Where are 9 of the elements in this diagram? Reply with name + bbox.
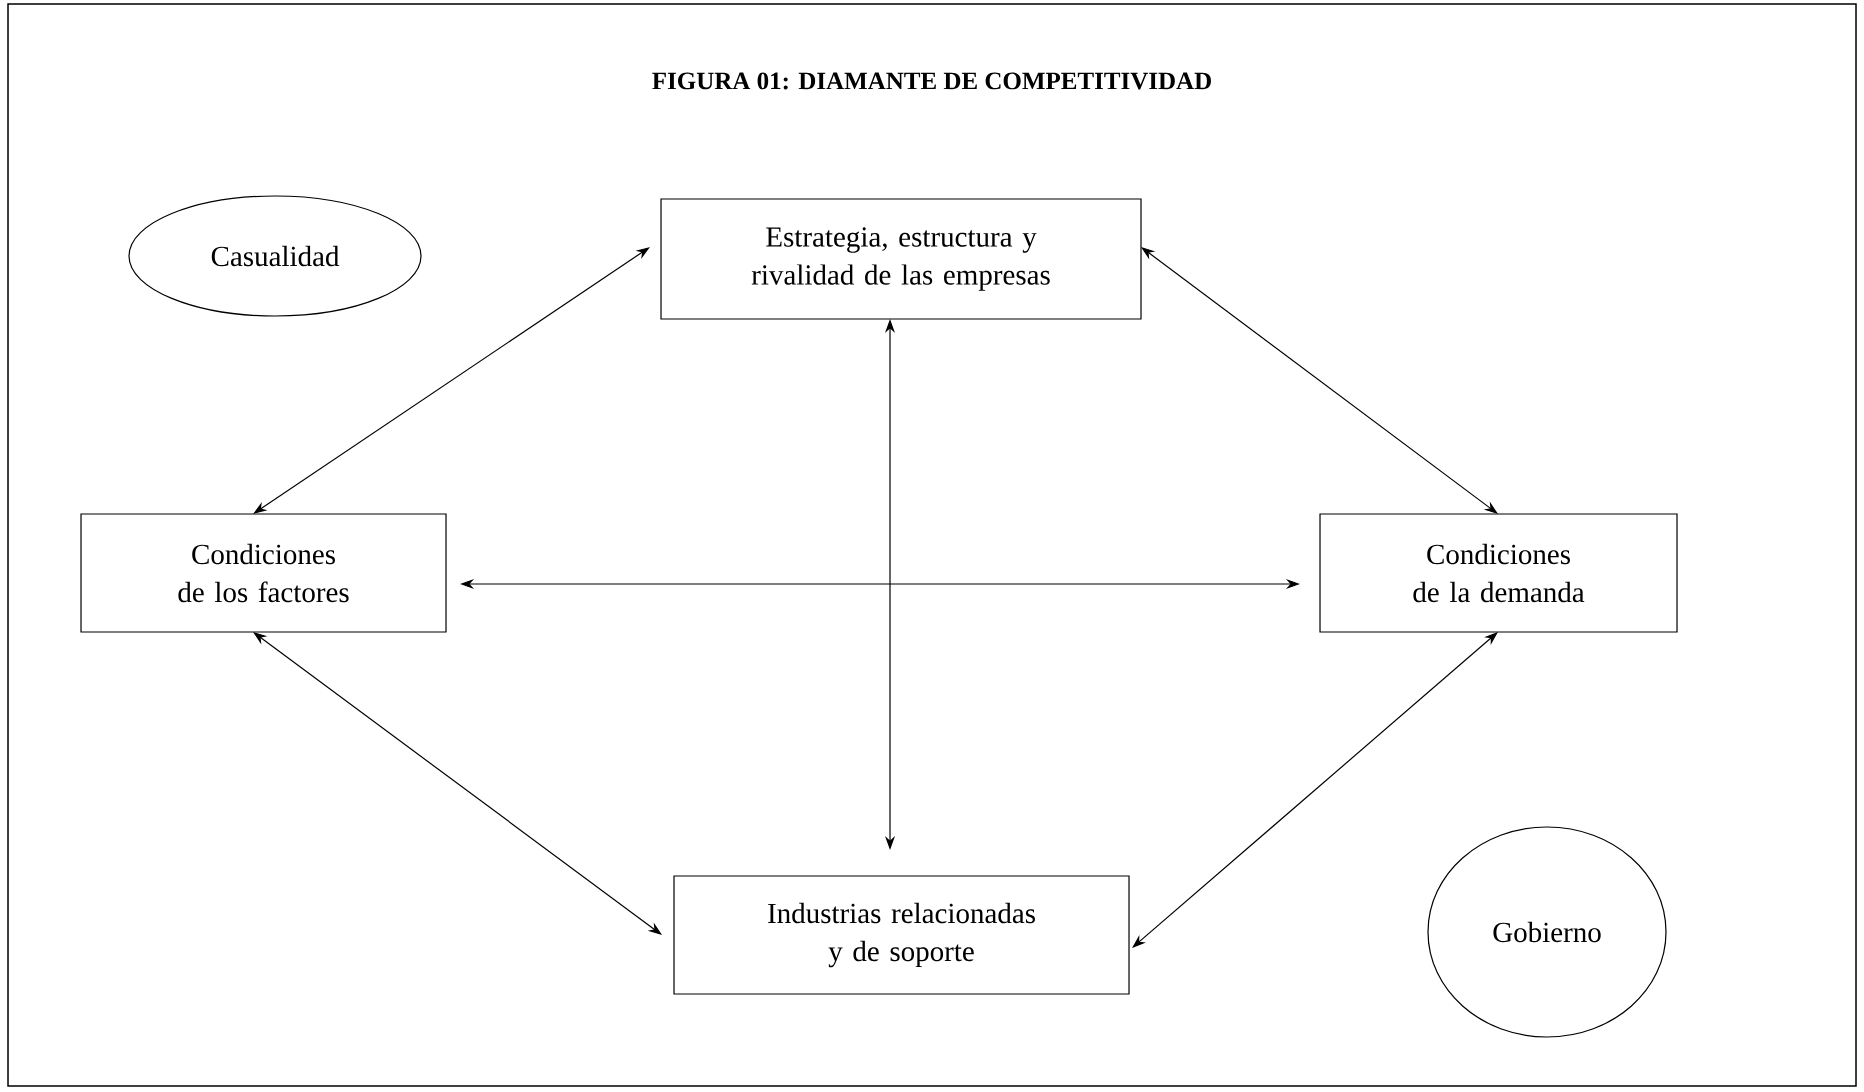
- factor-box: Industrias relacionadas y de soporte: [673, 875, 1130, 995]
- factor-box: Condiciones de la demanda: [1319, 513, 1678, 633]
- arrow: [253, 247, 650, 514]
- arrow: [253, 632, 662, 935]
- arrow: [1132, 632, 1498, 948]
- factor-box: Condiciones de los factores: [80, 513, 447, 633]
- factor-box: Estrategia, estructura y rivalidad de las empresas: [660, 198, 1142, 320]
- arrow: [1141, 247, 1498, 514]
- title: FIGURA 01: DIAMANTE DE COMPETITIVIDAD: [652, 72, 1211, 90]
